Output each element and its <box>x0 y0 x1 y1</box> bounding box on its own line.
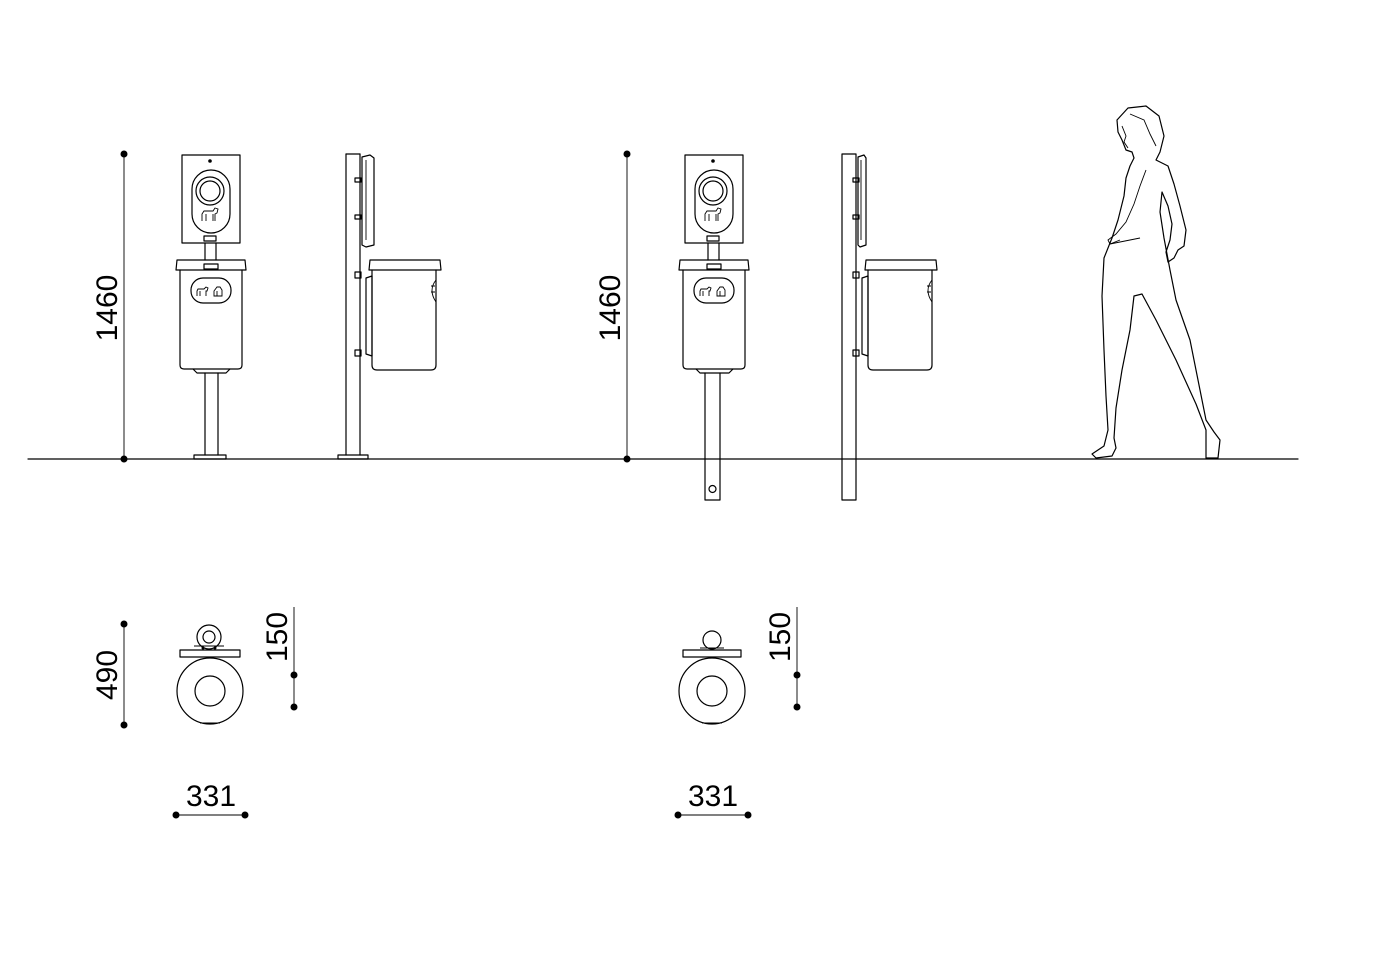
unit-a-side-view <box>337 153 442 460</box>
unit-b-front-view: 1460 <box>594 150 750 501</box>
depth-dimension-a: 490 <box>91 650 124 700</box>
width-dimension-a: 331 <box>186 780 236 813</box>
dispenser-offset-dimension-a: 150 <box>261 612 294 662</box>
height-dimension-b: 1460 <box>594 275 627 342</box>
human-figure-icon <box>1091 105 1221 459</box>
height-dimension-a: 1460 <box>91 275 124 342</box>
unit-b-side-view <box>841 153 938 501</box>
dog-waste-icon <box>196 286 223 297</box>
unit-a-plan-view: 490 150 331 <box>91 607 298 819</box>
unit-b-plan-view: 150 331 <box>674 607 801 819</box>
width-dimension-b: 331 <box>688 780 738 813</box>
dispenser-offset-dimension-b: 150 <box>764 612 797 662</box>
dog-icon <box>201 207 219 221</box>
dog-waste-icon <box>699 286 726 297</box>
dog-icon <box>704 207 722 221</box>
unit-a-front-view: 1460 <box>91 150 247 463</box>
